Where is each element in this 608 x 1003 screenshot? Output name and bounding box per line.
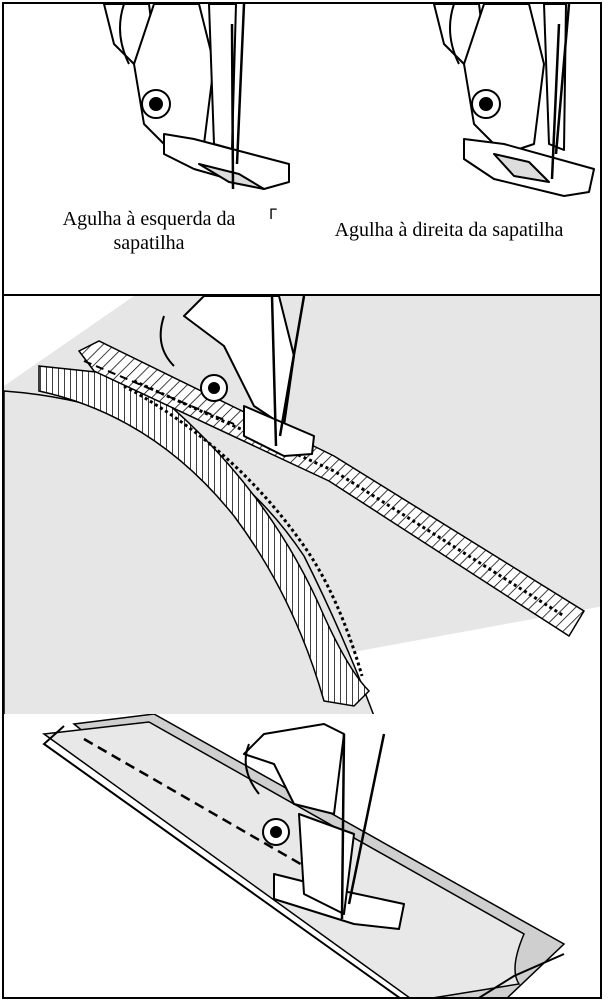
- needle-seam-icon: [340, 733, 386, 920]
- cord-left: [42, 725, 401, 997]
- needle-right-icon: [550, 4, 571, 180]
- presser-foot-illustrations: ᒥ: [103, 4, 595, 223]
- cord-right: [478, 953, 565, 997]
- straight-seam-illustration: [41, 714, 566, 997]
- zipper-tape-left-icon: [38, 365, 371, 707]
- stitch-line-icon: [83, 360, 235, 425]
- panel-zipper-sewing: [4, 296, 600, 714]
- panel-straight-seam: [4, 714, 600, 997]
- fabric-top-layer: [41, 721, 525, 997]
- stitch-line-straight-icon: [83, 737, 345, 891]
- caption-needle-left: Agulha à esquerda da sapatilha: [62, 208, 236, 254]
- presser-foot-right-icon: [433, 4, 595, 197]
- zipper-teeth-left: [123, 384, 364, 677]
- caption-needle-right: Agulha à direita da sapatilha: [334, 219, 564, 241]
- divider-top: [4, 294, 600, 296]
- presser-foot-left-icon: [103, 4, 290, 190]
- corner-mark: ᒥ: [269, 207, 277, 223]
- needle-icon: [270, 296, 306, 447]
- presser-foot-icon: [159, 296, 315, 457]
- zipper-tape-right-icon: [77, 340, 586, 638]
- zipper-teeth-right: [133, 379, 565, 618]
- needle-left-icon: [230, 4, 246, 190]
- zipper-sewing-illustration: [4, 296, 600, 714]
- panel-needle-positions: ᒥ Agulha à esquerda da sapatilha Agulha …: [4, 4, 600, 294]
- presser-foot-seam-icon: [243, 723, 405, 930]
